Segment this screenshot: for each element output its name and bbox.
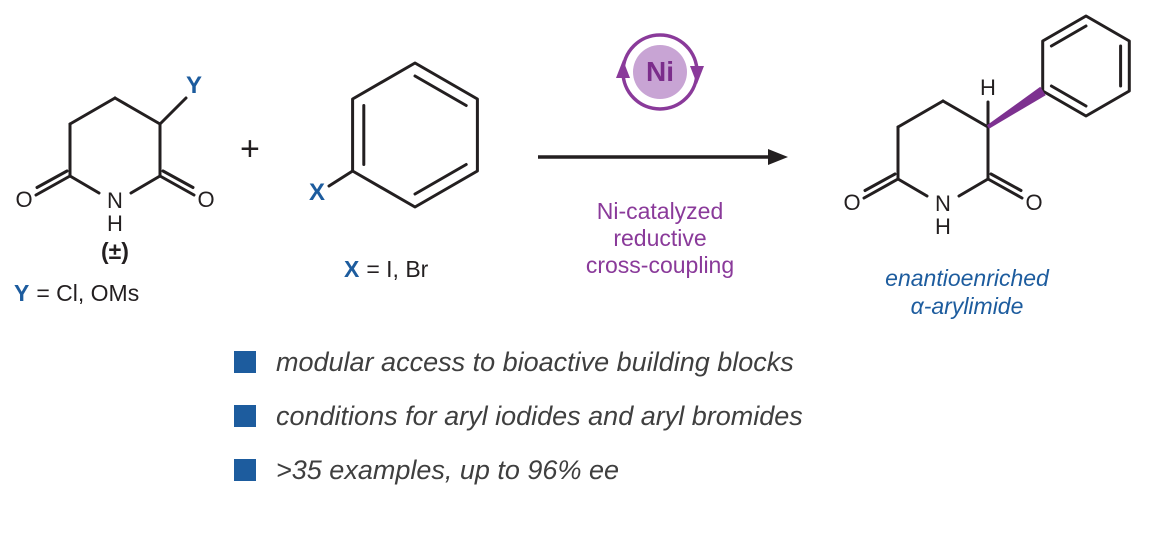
conditions-line-1: Ni-catalyzed	[596, 198, 724, 224]
substrate-n-atom: N	[107, 188, 123, 213]
plus-sign: +	[240, 130, 260, 168]
y-definition-symbol: Y	[14, 280, 30, 306]
y-definition: Y= Cl, OMs	[14, 280, 139, 307]
substrate-y-atom: Y	[186, 72, 202, 99]
bullet-text-3: >35 examples, up to 96% ee	[276, 454, 619, 485]
substrate-nh-atom: H	[107, 211, 123, 236]
reaction-arrow-head	[768, 149, 788, 165]
y-definition-rest: = Cl, OMs	[36, 280, 140, 306]
stereo-wedge-bond	[986, 86, 1046, 129]
bullet-square-icon	[234, 351, 256, 373]
bullet-square-icon	[234, 405, 256, 427]
list-item: conditions for aryl iodides and aryl bro…	[234, 400, 803, 432]
product-o-left-atom: O	[843, 190, 860, 215]
ni-catalyst-badge: Ni	[616, 33, 704, 111]
x-definition: X= I, Br	[344, 256, 428, 283]
aryl-x-atom: X	[309, 179, 325, 206]
list-item: modular access to bioactive building blo…	[234, 346, 803, 378]
ni-circle	[633, 45, 687, 99]
conditions-line-3: cross-coupling	[585, 252, 735, 278]
product-structure: O O N H H	[843, 14, 1131, 239]
cycle-arrowhead-down-icon	[690, 66, 704, 84]
substrate-y-bond	[158, 96, 188, 126]
racemic-label: (±)	[101, 238, 129, 264]
highlights-list: modular access to bioactive building blo…	[234, 346, 803, 508]
ni-metal-label: Ni	[646, 56, 674, 87]
phenyl-ring	[1041, 14, 1131, 118]
product-nh-atom: H	[935, 214, 951, 239]
product-bonds	[862, 14, 1131, 200]
product-caption-line-1: enantioenriched	[885, 265, 1049, 291]
reaction-arrow	[538, 149, 788, 165]
substrate-o-right-atom: O	[197, 187, 214, 212]
product-caption: enantioenriched α-arylimide	[852, 264, 1082, 320]
bullet-text-1: modular access to bioactive building blo…	[276, 346, 794, 377]
reaction-conditions: Ni-catalyzed reductive cross-coupling	[545, 198, 775, 279]
product-n-atom: N	[935, 191, 951, 216]
bullet-square-icon	[234, 459, 256, 481]
aryl-halide-bonds	[327, 61, 479, 209]
benzene-ring	[351, 61, 479, 209]
product-o-right-atom: O	[1025, 190, 1042, 215]
x-definition-symbol: X	[344, 256, 360, 282]
aryl-x-bond	[327, 169, 355, 188]
aryl-halide-structure: X	[309, 61, 479, 209]
conditions-line-2: reductive	[613, 225, 707, 251]
product-stereo-h-atom: H	[980, 75, 996, 100]
substrate-o-left-atom: O	[15, 187, 32, 212]
product-caption-line-2: α-arylimide	[910, 293, 1024, 319]
x-definition-rest: = I, Br	[366, 256, 429, 282]
list-item: >35 examples, up to 96% ee	[234, 454, 803, 486]
substrate-structure: O O N H Y	[15, 72, 214, 236]
bullet-text-2: conditions for aryl iodides and aryl bro…	[276, 400, 803, 431]
cycle-arrowhead-up-icon	[616, 60, 630, 78]
substrate-bonds	[34, 96, 196, 197]
